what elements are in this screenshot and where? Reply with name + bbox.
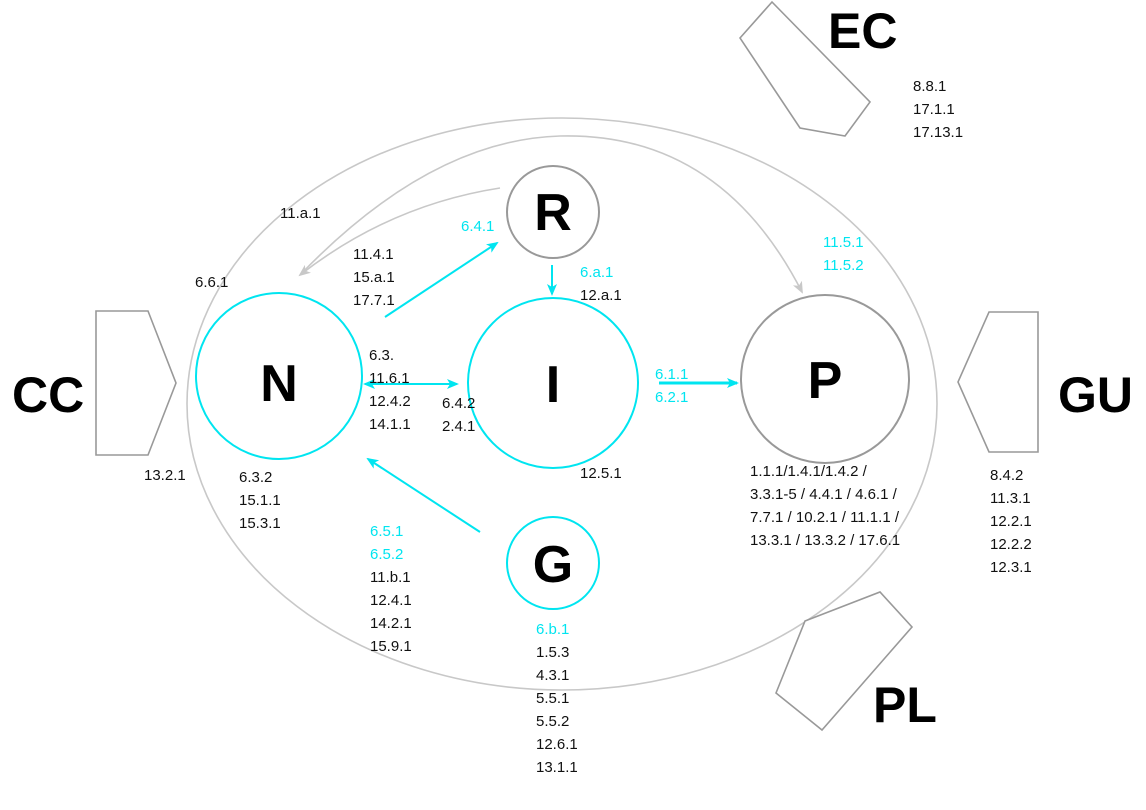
label-group-n-top: 11.4.1 15.a.1 17.7.1 — [353, 246, 395, 309]
node-g-circle — [506, 516, 600, 610]
list-item: 6.1.1 — [655, 366, 688, 383]
arrow-n-to-r — [384, 241, 499, 318]
list-item: 3.3.1-5 / 4.4.1 / 4.6.1 / — [750, 486, 898, 503]
node-i-circle — [467, 297, 639, 469]
node-g-label: G — [533, 536, 573, 594]
list-item: 12.3.1 — [990, 559, 1032, 576]
list-item: 8.4.2 — [990, 467, 1023, 484]
ec-pentagon — [738, 0, 872, 137]
list-item: 15.1.1 — [239, 492, 281, 509]
list-item: 11.5.1 — [823, 234, 864, 251]
node-n-circle — [195, 292, 363, 460]
list-item: 11.3.1 — [990, 490, 1031, 507]
list-item: 11.b.1 — [370, 569, 411, 586]
node-i-label: I — [546, 356, 560, 414]
cc-pentagon — [95, 310, 177, 456]
list-item: 12.2.1 — [990, 513, 1032, 530]
node-p-label: P — [808, 352, 843, 410]
label-group-gu: 8.4.2 11.3.1 12.2.1 12.2.2 12.3.1 — [990, 467, 1032, 576]
list-item: 7.7.1 / 10.2.1 / 11.1.1 / — [750, 509, 900, 526]
list-item: 14.1.1 — [369, 416, 411, 433]
list-item: 11.4.1 — [353, 246, 394, 263]
arc-arrow-to-p — [299, 135, 803, 294]
list-item: 6.2.1 — [655, 389, 688, 406]
label-ri-cyan: 6.a.1 — [580, 264, 613, 281]
list-item: 12.4.1 — [370, 592, 412, 609]
list-item: 4.3.1 — [536, 667, 569, 684]
list-item: 14.2.1 — [370, 615, 412, 632]
label-group-p-bottom: 1.1.1/1.4.1/1.4.2 / 3.3.1-5 / 4.4.1 / 4.… — [750, 463, 900, 549]
label-group-i-left: 6.4.2 2.4.1 — [442, 395, 475, 435]
node-n-label: N — [260, 355, 298, 413]
arc-arrow-to-n — [298, 187, 501, 277]
external-ec-label: EC — [828, 3, 897, 59]
list-item: 6.4.2 — [442, 395, 475, 412]
list-item: 6.5.1 — [370, 523, 403, 540]
label-ri-black: 12.a.1 — [580, 287, 622, 304]
label-group-ec: 8.8.1 17.1.1 17.13.1 — [913, 78, 963, 141]
list-item: 12.6.1 — [536, 736, 578, 753]
list-item: 5.5.1 — [536, 690, 569, 707]
label-group-g-bottom: 1.5.3 4.3.1 5.5.1 5.5.2 12.6.1 13.1.1 — [536, 644, 578, 776]
list-item: 17.7.1 — [353, 292, 395, 309]
list-item: 11.6.1 — [369, 370, 410, 387]
external-gu-label: GU — [1058, 367, 1133, 423]
list-item: 17.1.1 — [913, 101, 955, 118]
list-item: 17.13.1 — [913, 124, 963, 141]
list-item: 1.5.3 — [536, 644, 569, 661]
label-group-gn: 6.5.1 6.5.2 11.b.1 12.4.1 14.2.1 15.9.1 — [370, 523, 412, 655]
label-661: 6.6.1 — [195, 274, 228, 291]
external-pl-label: PL — [873, 677, 937, 733]
list-item: 15.3.1 — [239, 515, 281, 532]
list-item: 6.3. — [369, 347, 394, 364]
list-item: 11.5.2 — [823, 257, 864, 274]
list-item: 15.9.1 — [370, 638, 412, 655]
gu-pentagon — [957, 311, 1039, 453]
pl-pentagon — [775, 591, 914, 732]
system-boundary-ellipse — [186, 117, 938, 691]
list-item: 13.3.1 / 13.3.2 / 17.6.1 — [750, 532, 900, 549]
label-group-ip-cyan: 6.1.1 6.2.1 — [655, 366, 688, 406]
list-item: 2.4.1 — [442, 418, 475, 435]
list-item: 15.a.1 — [353, 269, 395, 286]
label-group-n-bottom: 6.3.2 15.1.1 15.3.1 — [239, 469, 281, 532]
node-r-circle — [506, 165, 600, 259]
list-item: 1.1.1/1.4.1/1.4.2 / — [750, 463, 868, 480]
label-11a1: 11.a.1 — [280, 205, 321, 222]
list-item: 6.5.2 — [370, 546, 403, 563]
label-group-p-top: 11.5.1 11.5.2 — [823, 234, 864, 274]
list-item: 13.1.1 — [536, 759, 578, 776]
label-i-bottom: 12.5.1 — [580, 465, 622, 482]
node-p-circle — [740, 294, 910, 464]
list-item: 6.3.2 — [239, 469, 272, 486]
list-item: 5.5.2 — [536, 713, 569, 730]
label-1321: 13.2.1 — [144, 467, 186, 484]
list-item: 12.4.2 — [369, 393, 411, 410]
label-g-cyan: 6.b.1 — [536, 621, 569, 638]
label-group-n-right: 6.3. 11.6.1 12.4.2 14.1.1 — [369, 347, 411, 433]
list-item: 8.8.1 — [913, 78, 946, 95]
arrow-g-to-n — [366, 457, 481, 533]
list-item: 12.2.2 — [990, 536, 1032, 553]
node-r-label: R — [534, 184, 572, 242]
external-cc-label: CC — [12, 367, 84, 423]
label-r-cyan: 6.4.1 — [461, 218, 494, 235]
